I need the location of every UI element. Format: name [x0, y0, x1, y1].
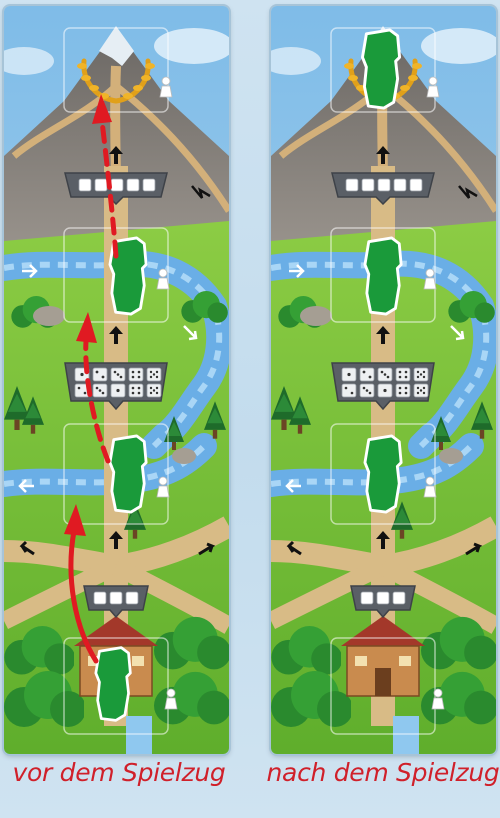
- player-token-forest: [96, 648, 131, 721]
- caption-after: nach dem Spielzug: [258, 758, 500, 787]
- board-before-art: [4, 6, 229, 754]
- player-token-summit: [362, 30, 399, 108]
- board-after: [271, 6, 496, 754]
- player-token-lower-river: [110, 436, 146, 512]
- player-token-upper-river: [365, 238, 401, 314]
- board-after-art: [271, 6, 496, 754]
- player-token-lower-river: [365, 436, 401, 512]
- board-before: [4, 6, 229, 754]
- caption-before: vor dem Spielzug: [0, 758, 244, 787]
